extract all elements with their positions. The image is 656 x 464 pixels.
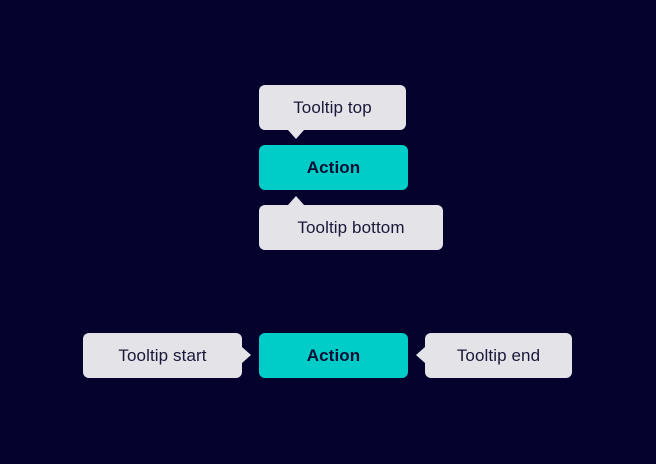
arrow-left-icon bbox=[416, 347, 425, 363]
tooltip-bottom: Tooltip bottom bbox=[259, 205, 443, 250]
arrow-right-icon bbox=[242, 347, 251, 363]
action-button-horizontal-label: Action bbox=[306, 346, 361, 365]
tooltip-bottom-label: Tooltip bottom bbox=[297, 218, 405, 237]
action-button-vertical[interactable]: Action bbox=[259, 145, 408, 190]
tooltip-top: Tooltip top bbox=[259, 85, 406, 130]
arrow-up-icon bbox=[288, 196, 304, 205]
action-button-horizontal[interactable]: Action bbox=[259, 333, 408, 378]
tooltip-end: Tooltip end bbox=[425, 333, 572, 378]
tooltip-start: Tooltip start bbox=[83, 333, 242, 378]
arrow-down-icon bbox=[288, 130, 304, 139]
tooltip-top-label: Tooltip top bbox=[293, 98, 372, 117]
tooltip-end-label: Tooltip end bbox=[456, 346, 541, 365]
tooltip-start-label: Tooltip start bbox=[118, 346, 207, 365]
action-button-vertical-label: Action bbox=[306, 158, 361, 177]
